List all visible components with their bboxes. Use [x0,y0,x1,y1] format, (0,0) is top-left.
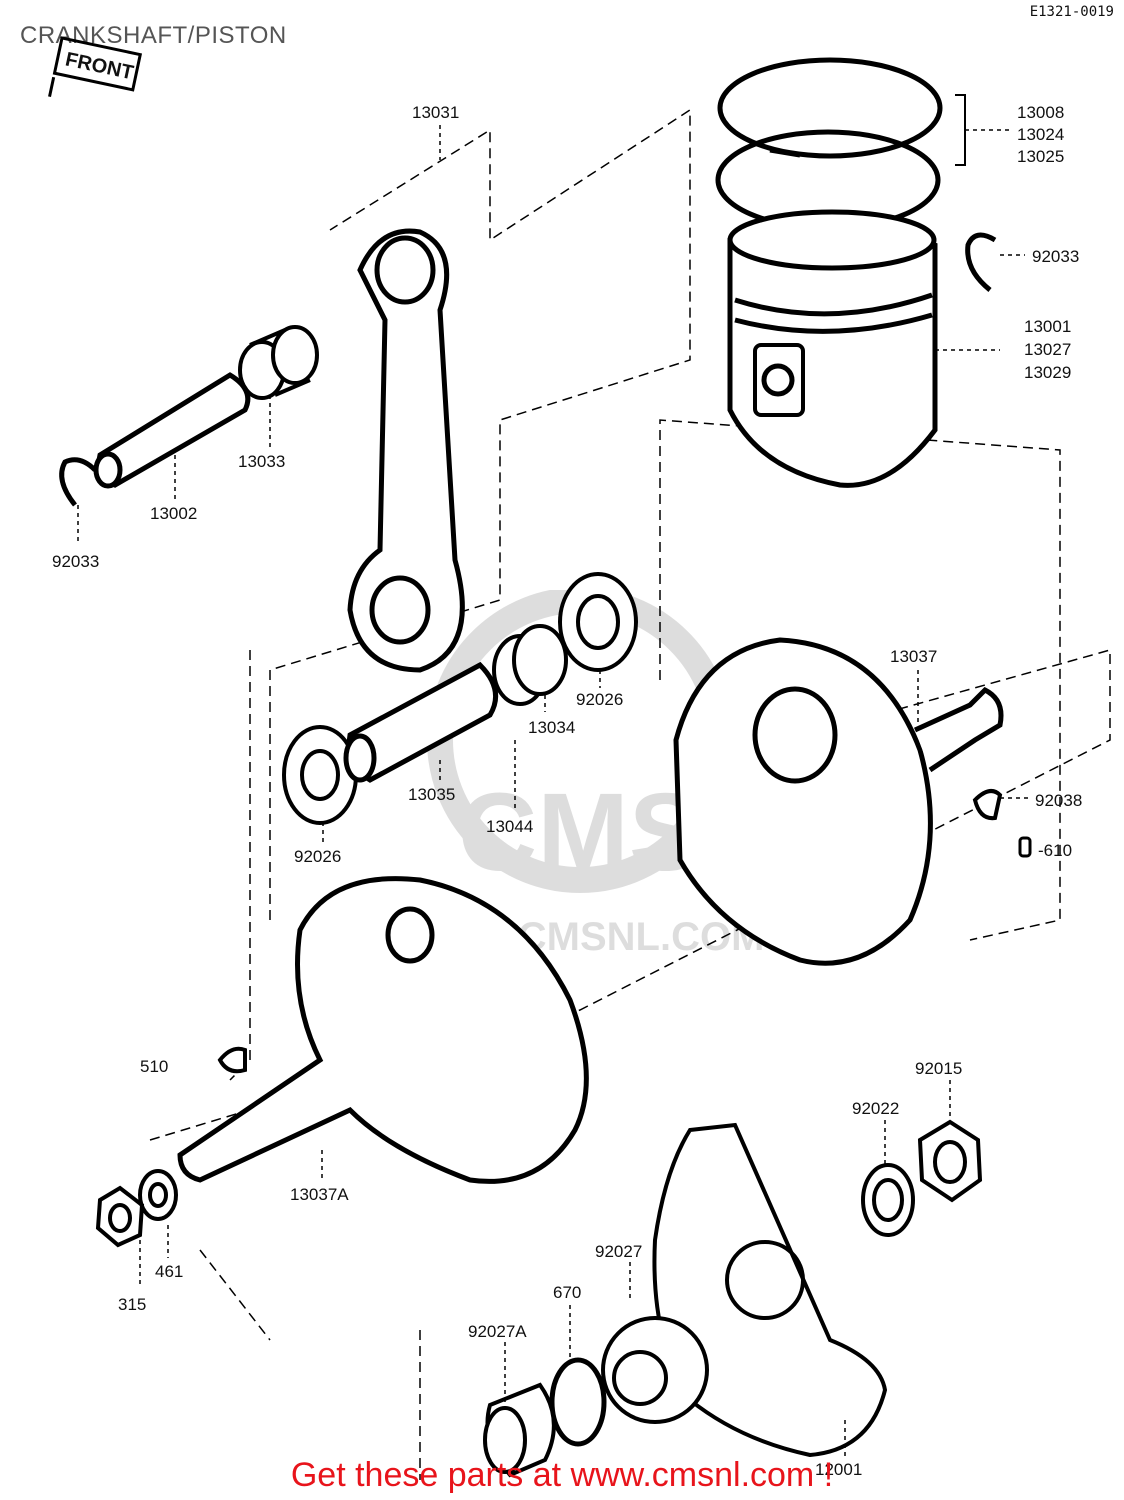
label-gear-92027: 92027 [595,1242,642,1261]
front-badge: FRONT [48,36,143,98]
big-end-bearing [492,624,568,706]
small-end-bearing [238,325,319,400]
crank-half-right [673,637,1004,966]
label-key-510: 510 [140,1057,168,1076]
label-washer-92022: 92022 [852,1099,899,1118]
label-nut-92015: 92015 [915,1059,962,1078]
piston [727,209,938,488]
label-piston-clip-left: 92033 [52,552,99,571]
thrust-washer-lower [282,725,358,825]
key-610 [1018,836,1032,858]
oring-670 [549,1357,607,1447]
label-nut-315: 315 [118,1295,146,1314]
label-crankpin: 13035 [408,785,455,804]
crankpin [343,661,499,783]
drawing-code: E1321-0019 [1029,4,1114,20]
plate-12001 [652,1122,888,1458]
piston-rings [715,57,943,231]
label-piston-clip-right: 92033 [1032,247,1079,266]
front-label: FRONT [63,48,135,84]
label-piston-2: 13027 [1024,340,1071,359]
nut-315 [95,1185,145,1248]
label-washer-lower: 92026 [294,847,341,866]
label-washer-upper: 92026 [576,690,623,709]
label-crank-half-left: 13037A [290,1185,349,1204]
washer-92022 [861,1163,915,1237]
label-crank-half-right: 13037 [890,647,937,666]
label-key-610: -610 [1038,841,1072,860]
piston-clip-left [59,457,97,507]
label-piston-pin: 13002 [150,504,197,523]
label-ring-1: 13008 [1017,103,1064,122]
label-plate-12001: 12001 [815,1460,862,1479]
label-washer-461: 461 [155,1262,183,1281]
thrust-washer-upper [558,572,638,672]
piston-clip-right [965,232,997,292]
label-piston-3: 13029 [1024,363,1071,382]
label-conrod: 13031 [412,103,459,122]
crank-half-left [177,876,589,1184]
label-collar-92027a: 92027A [468,1322,527,1341]
part-labels: 13008 13024 13025 92033 13001 13027 1302… [52,103,1082,1479]
label-small-end-bearing: 13033 [238,452,285,471]
label-ring-3: 13025 [1017,147,1064,166]
key-right [972,789,1003,821]
footer-link[interactable]: Get these parts at www.cmsnl.com ! [290,1456,834,1494]
ring-set-bracket [955,94,966,166]
label-oring-670: 670 [553,1283,581,1302]
label-ring-2: 13024 [1017,125,1064,144]
label-key-right: 92038 [1035,791,1082,810]
label-piston-1: 13001 [1024,317,1071,336]
gear-92027 [601,1316,709,1424]
key-510 [217,1046,247,1074]
washer-461 [138,1169,178,1221]
nut-92015 [917,1119,983,1203]
connecting-rod [347,228,465,673]
label-crank-assembly: 13044 [486,817,533,836]
page-title: CRANKSHAFT/PISTON [20,22,287,49]
label-big-end-bearing: 13034 [528,718,575,737]
assembly-lines [149,108,1111,1480]
leader-lines [77,125,1030,1460]
piston-pin [93,372,251,489]
